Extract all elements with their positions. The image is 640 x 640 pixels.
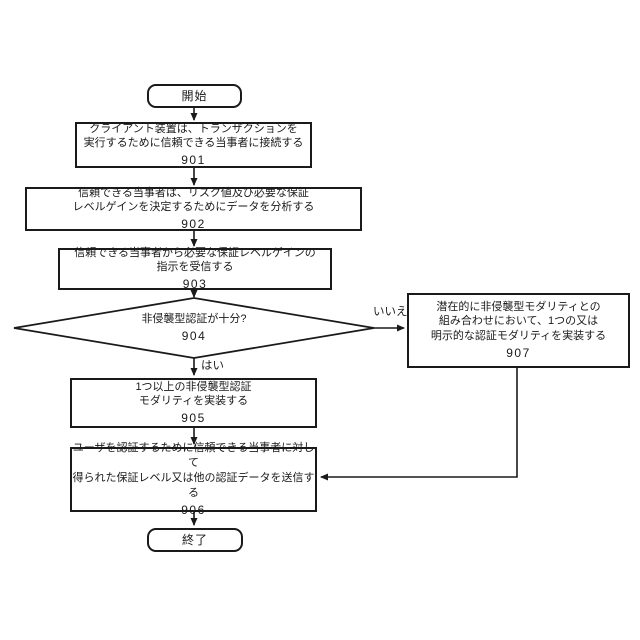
process-901-number: 901 xyxy=(181,153,206,168)
process-905: 1つ以上の非侵襲型認証 モダリティを実装する 905 xyxy=(70,378,317,428)
branch-label-yes: はい xyxy=(201,360,224,372)
process-906: ユーザを認証するために信頼できる当事者に対して 得られた保証レベル又は他の認証デ… xyxy=(70,442,317,517)
process-902-number: 902 xyxy=(181,217,206,232)
process-902: 信頼できる当事者は、リスク値及び必要な保証 レベルゲインを決定するためにデータを… xyxy=(25,187,362,231)
edge-907-906 xyxy=(320,368,518,481)
process-905-number: 905 xyxy=(181,411,206,426)
process-902-text: 信頼できる当事者は、リスク値及び必要な保証 レベルゲインを決定するためにデータを… xyxy=(72,186,315,214)
start-node: 開始 xyxy=(147,84,242,108)
process-906-number: 906 xyxy=(181,502,206,517)
process-901-text: クライアント装置は、トランザクションを 実行するために信頼できる当事者に接続する xyxy=(83,122,304,150)
end-node: 終了 xyxy=(147,528,243,552)
process-907-text: 潜在的に非侵襲型モダリティとの 組み合わせにおいて、1つの又は 明示的な認証モダ… xyxy=(430,300,607,343)
process-903-text: 信頼できる当事者から必要な保証レベルゲインの 指示を受信する xyxy=(74,246,316,274)
process-905-text: 1つ以上の非侵襲型認証 モダリティを実装する xyxy=(135,380,252,408)
branch-label-no: いいえ xyxy=(373,306,408,318)
start-label: 開始 xyxy=(181,88,208,103)
decision-904-text: 非侵襲型認証が十分? xyxy=(141,312,247,325)
end-label: 終了 xyxy=(181,532,208,547)
decision-904: 非侵襲型認証が十分? 904 xyxy=(104,305,284,351)
process-907: 潜在的に非侵襲型モダリティとの 組み合わせにおいて、1つの又は 明示的な認証モダ… xyxy=(407,293,630,368)
process-907-number: 907 xyxy=(506,346,531,361)
process-901: クライアント装置は、トランザクションを 実行するために信頼できる当事者に接続する… xyxy=(75,122,312,168)
process-903: 信頼できる当事者から必要な保証レベルゲインの 指示を受信する 903 xyxy=(58,246,332,292)
process-903-number: 903 xyxy=(182,277,208,292)
decision-904-number: 904 xyxy=(181,328,207,343)
process-906-text: ユーザを認証するために信頼できる当事者に対して 得られた保証レベル又は他の認証デ… xyxy=(72,442,315,499)
